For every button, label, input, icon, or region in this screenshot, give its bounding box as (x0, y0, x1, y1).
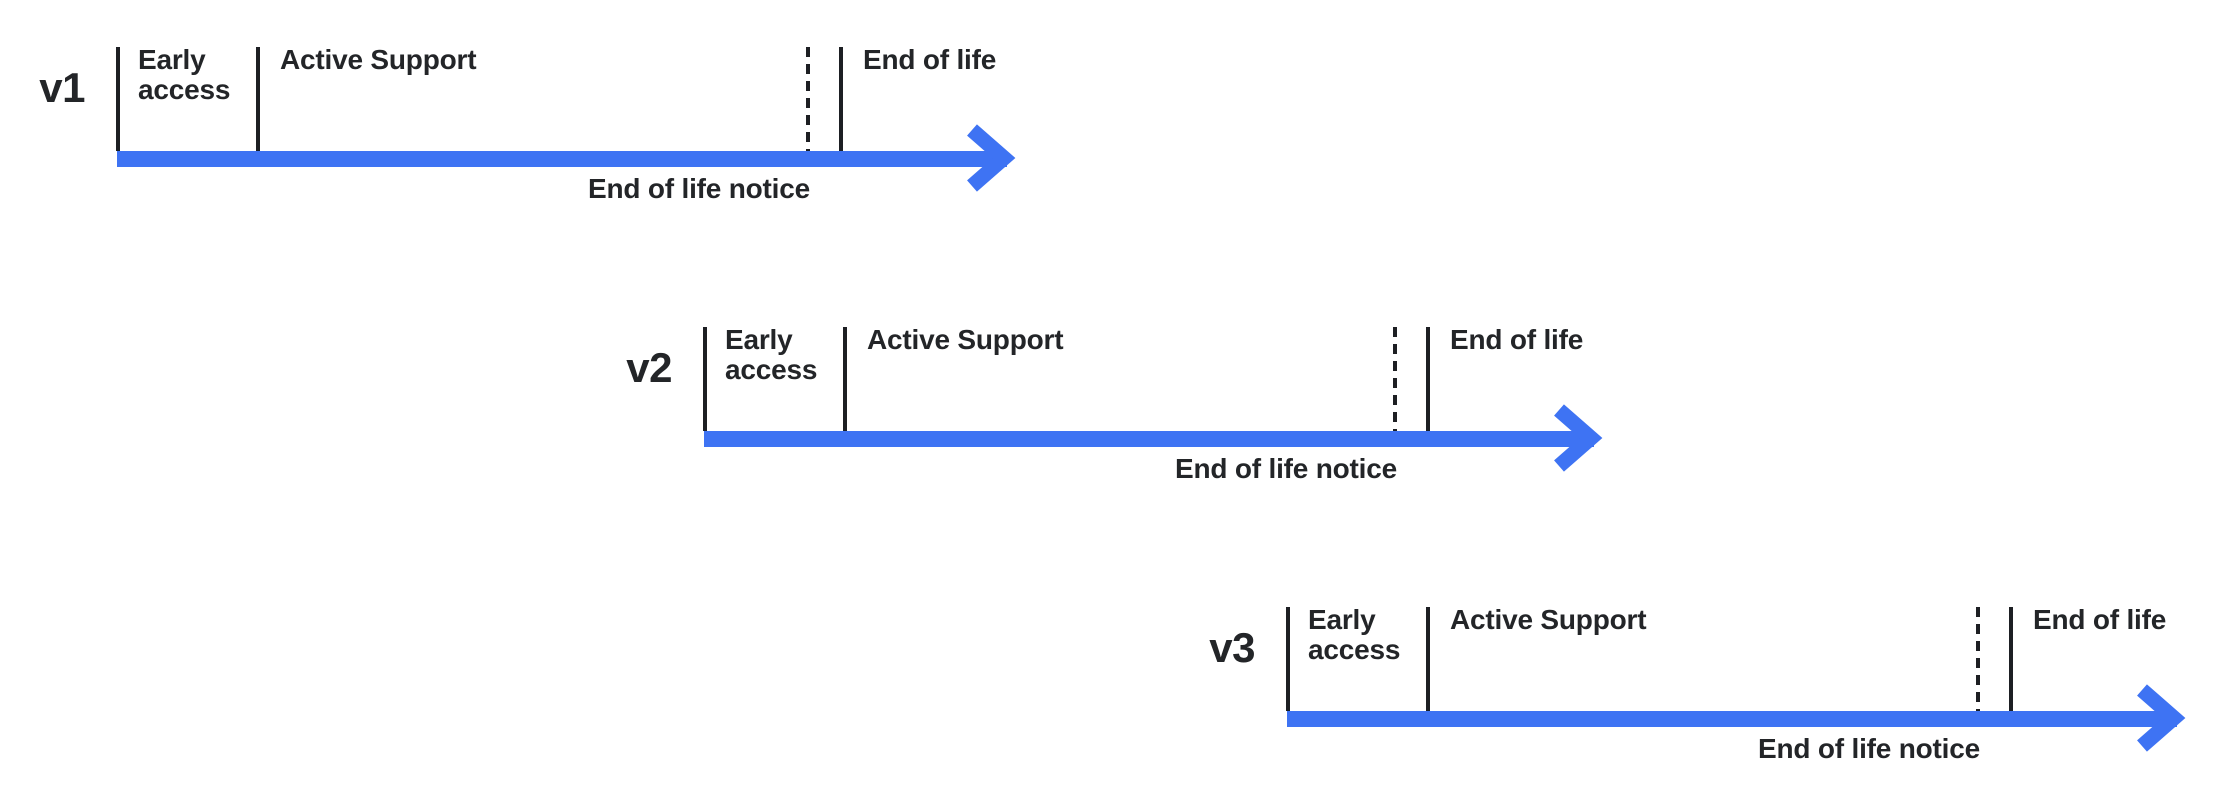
timeline-v1: v1 Early access Active Support End of li… (17, 30, 1037, 220)
early-access-start-tick (116, 47, 120, 151)
early-access-label: Early access (138, 44, 231, 105)
timeline-v3: v3 Early access Active Support End of li… (1187, 590, 2207, 780)
timeline-arrow-bar (704, 431, 1594, 447)
active-support-label: Active Support (867, 324, 1064, 355)
end-of-life-notice-label: End of life notice (1758, 733, 1980, 764)
arrowhead-icon (967, 124, 1016, 192)
eol-notice-dashed-line (1393, 327, 1397, 431)
version-label: v1 (39, 64, 85, 111)
arrowhead-icon (1554, 404, 1603, 472)
active-support-start-tick (843, 327, 847, 431)
timeline-arrow-bar (1287, 711, 2177, 727)
timeline-v2: v2 Early access Active Support End of li… (604, 310, 1624, 500)
end-of-life-tick (2009, 607, 2013, 711)
end-of-life-label: End of life (863, 44, 997, 75)
end-of-life-label: End of life (2033, 604, 2167, 635)
active-support-start-tick (256, 47, 260, 151)
version-label: v2 (626, 344, 672, 391)
end-of-life-notice-label: End of life notice (588, 173, 810, 204)
eol-notice-dashed-line (1976, 607, 1980, 711)
end-of-life-tick (839, 47, 843, 151)
active-support-label: Active Support (1450, 604, 1647, 635)
eol-notice-dashed-line (806, 47, 810, 151)
early-access-start-tick (703, 327, 707, 431)
early-access-label: Early access (1308, 604, 1401, 665)
version-label: v3 (1209, 624, 1255, 671)
active-support-start-tick (1426, 607, 1430, 711)
early-access-label: Early access (725, 324, 818, 385)
end-of-life-notice-label: End of life notice (1175, 453, 1397, 484)
early-access-start-tick (1286, 607, 1290, 711)
end-of-life-label: End of life (1450, 324, 1584, 355)
timeline-arrow-bar (117, 151, 1007, 167)
end-of-life-tick (1426, 327, 1430, 431)
active-support-label: Active Support (280, 44, 477, 75)
arrowhead-icon (2137, 684, 2186, 752)
